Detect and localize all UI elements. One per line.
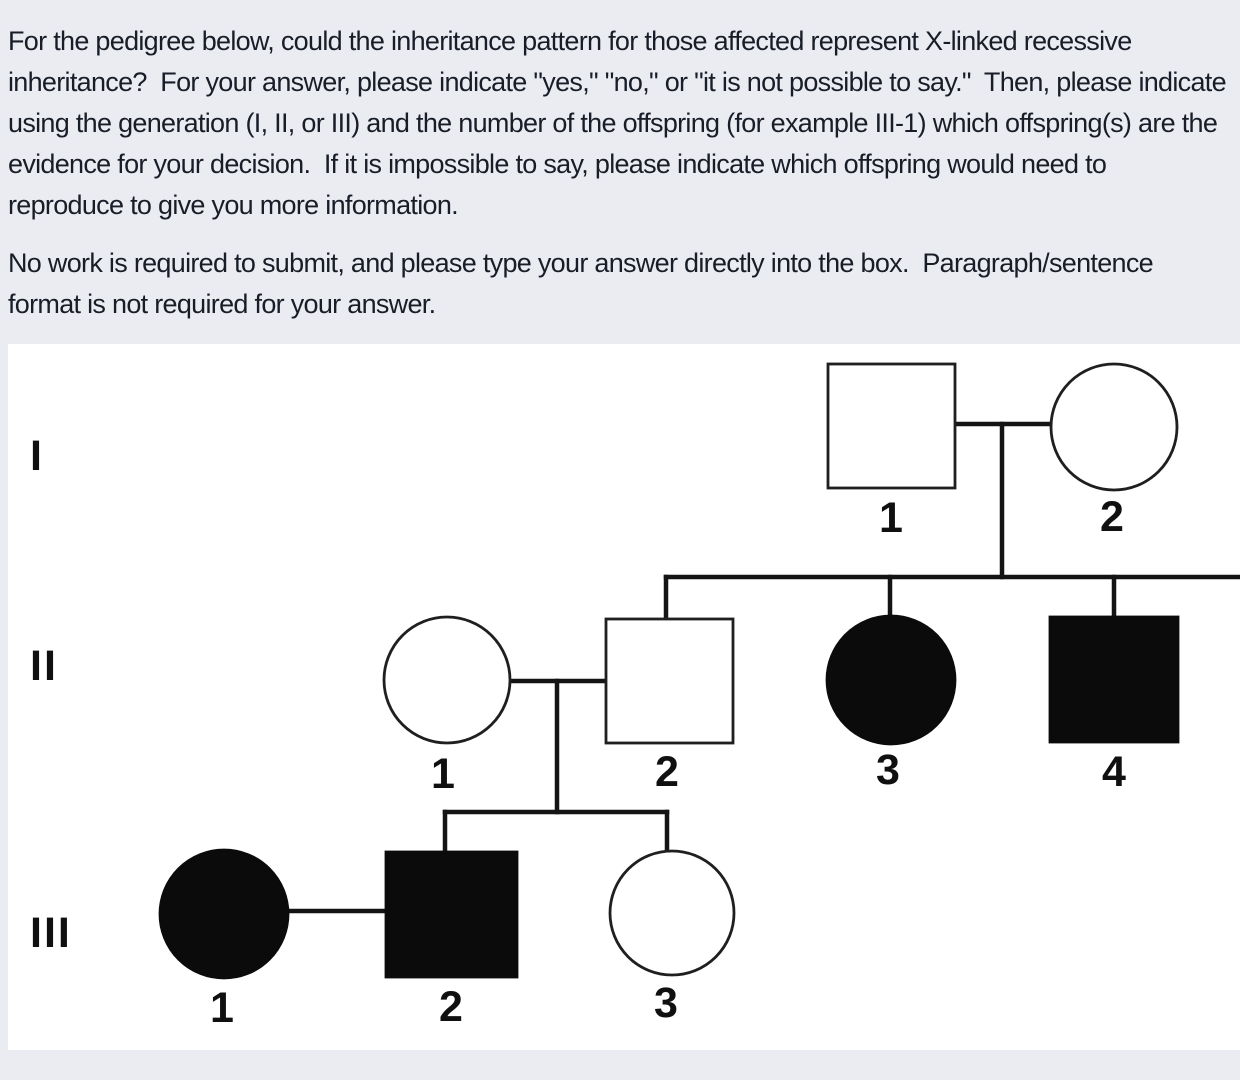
generation-label-I: I [30,432,44,480]
individual-number-label: 2 [439,983,463,1031]
individual-III-2: 2 [384,850,519,1031]
female-circle [1049,362,1179,492]
individual-number-label: 4 [1102,748,1126,796]
individual-III-1: 1 [158,848,290,1032]
female-circle [608,849,736,977]
generation-label-III: III [30,909,72,957]
individual-III-3: 3 [608,849,736,1027]
female-circle [825,614,957,746]
individual-number-label: 1 [879,494,903,542]
male-square [826,362,957,490]
individual-II-1: 1 [382,615,512,798]
question-paragraph-1: For the pedigree below, could the inheri… [8,26,1233,220]
individual-number-label: 3 [876,746,900,794]
individual-I-2: 2 [1049,362,1179,541]
individual-number-label: 2 [655,748,679,796]
male-square [384,850,519,979]
individual-II-2: 2 [604,617,735,796]
question-paragraph-2: No work is required to submit, and pleas… [8,248,1160,319]
individual-I-1: 1 [826,362,957,542]
individual-number-label: 1 [431,750,455,798]
individual-II-4: 4 [1048,615,1180,796]
female-circle [382,615,512,745]
question-text: For the pedigree below, could the inheri… [0,0,1240,342]
female-circle [158,848,290,980]
individual-number-label: 3 [654,979,678,1027]
male-square [1048,615,1180,744]
individual-number-label: 1 [210,984,234,1032]
individual-number-label: 2 [1100,493,1124,541]
generation-label-II: II [30,642,58,690]
individual-II-3: 3 [825,614,957,794]
male-square [604,617,735,745]
